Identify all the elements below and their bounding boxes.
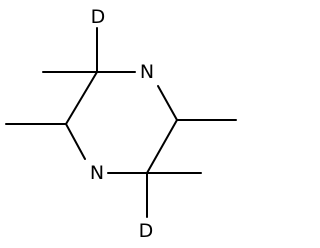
atom-label-d-top: D — [91, 6, 106, 28]
molecule-structure: D N N D — [5, 6, 237, 242]
bond-n1-c6 — [157, 85, 178, 121]
atom-label-d-bottom: D — [139, 220, 154, 242]
bond-n4-c3 — [65, 123, 86, 160]
atom-label-n-bottom: N — [90, 162, 104, 184]
bond-c3-c2 — [65, 71, 98, 125]
atom-label-n-top: N — [140, 61, 154, 83]
bond-c6-c5 — [146, 119, 178, 174]
